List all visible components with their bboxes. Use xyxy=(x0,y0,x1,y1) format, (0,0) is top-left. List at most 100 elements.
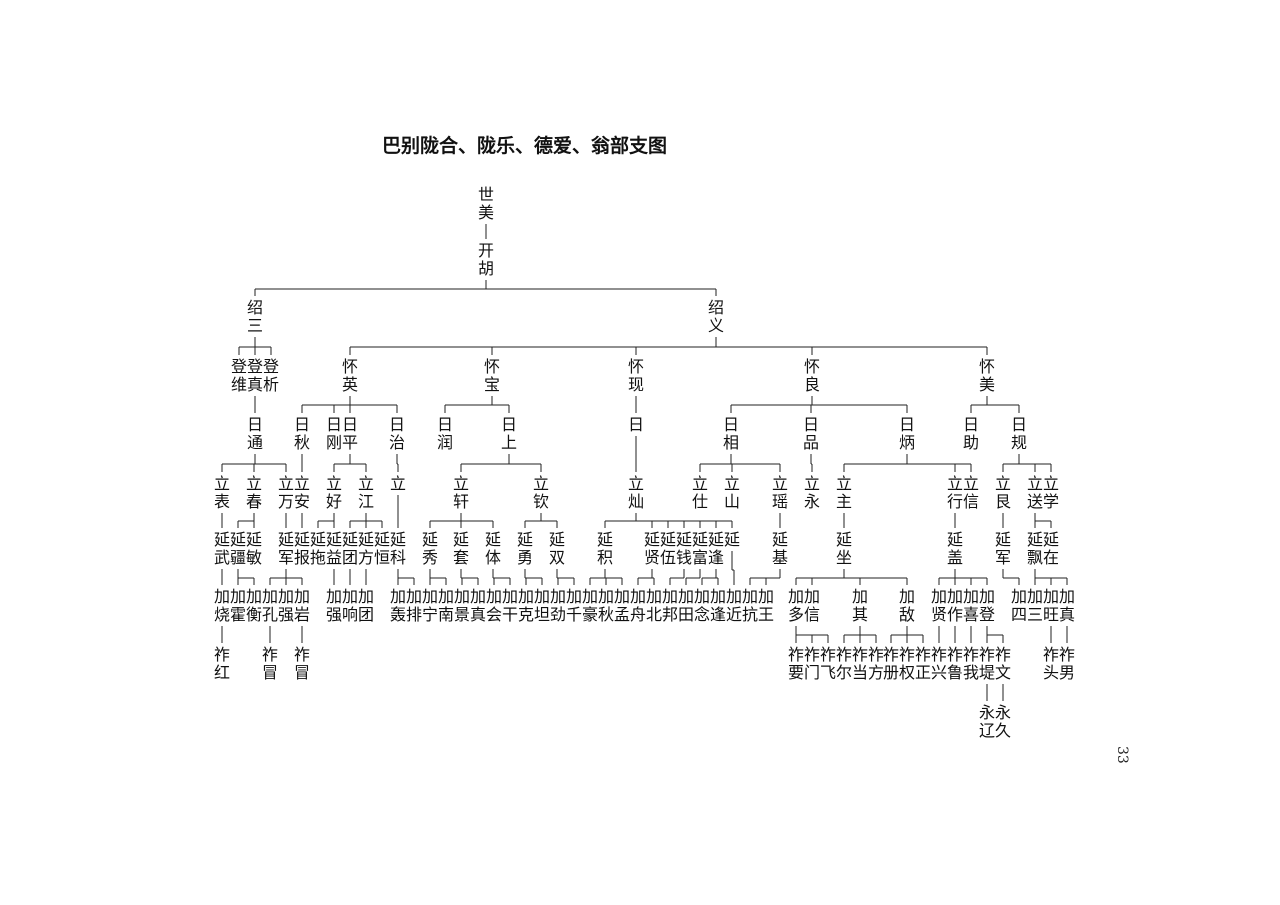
person-node: 加强 xyxy=(326,587,342,624)
person-node: 加秋 xyxy=(598,587,614,624)
person-node: 日助 xyxy=(963,415,979,452)
person-node: 加三 xyxy=(1027,587,1043,624)
person-node: 立钦 xyxy=(533,474,549,511)
person-node: 加其 xyxy=(852,587,868,624)
person-node: 祚要 xyxy=(788,645,804,682)
person-node: 延敏 xyxy=(246,530,262,567)
person-node: 延逢 xyxy=(708,530,724,567)
person-node: 加旺 xyxy=(1043,587,1059,624)
person-node: 加孟 xyxy=(614,587,630,624)
person-node: 加真 xyxy=(470,587,486,624)
person-node: 加岩 xyxy=(294,587,310,624)
person-node: 祚男 xyxy=(1059,645,1075,682)
person-node: 祚正 xyxy=(915,645,931,682)
person-node: 永辽 xyxy=(979,703,995,740)
person-node: 加逢 xyxy=(710,587,726,624)
person-node: 延在 xyxy=(1043,530,1059,567)
person-node: 加强 xyxy=(278,587,294,624)
person-node: 加团 xyxy=(358,587,374,624)
page-number: 33 xyxy=(1114,746,1130,764)
person-node: 立行 xyxy=(947,474,963,511)
person-node: 世美 xyxy=(478,185,494,222)
person-node: 日润 xyxy=(437,415,453,452)
person-node: 日炳 xyxy=(899,415,915,452)
person-node: 日刚 xyxy=(326,415,342,452)
person-node: 绍三 xyxy=(247,298,263,335)
person-node: 祚头 xyxy=(1043,645,1059,682)
person-node: 加劲 xyxy=(550,587,566,624)
person-node: 祚飞 xyxy=(820,645,836,682)
person-node: 延伍 xyxy=(660,530,676,567)
person-node: 加信 xyxy=(804,587,820,624)
person-node: 立安 xyxy=(294,474,310,511)
person-node: 延疆 xyxy=(230,530,246,567)
person-node: 延双 xyxy=(549,530,565,567)
person-node: 延益 xyxy=(326,530,342,567)
person-node: 延勇 xyxy=(517,530,533,567)
person-node: 加豪 xyxy=(582,587,598,624)
person-node: 祚方 xyxy=(868,645,884,682)
person-node: 延武 xyxy=(214,530,230,567)
person-node: 延坐 xyxy=(836,530,852,567)
person-node: 延基 xyxy=(772,530,788,567)
person-node: 加干 xyxy=(502,587,518,624)
person-node: 加舟 xyxy=(630,587,646,624)
person-node: 加北 xyxy=(646,587,662,624)
person-node: 加登 xyxy=(979,587,995,624)
person-node: 加克 xyxy=(518,587,534,624)
person-node: 日平 xyxy=(342,415,358,452)
person-node: 延团 xyxy=(342,530,358,567)
person-node: 延钱 xyxy=(676,530,692,567)
person-node: 加抗 xyxy=(742,587,758,624)
person-node: 加响 xyxy=(342,587,358,624)
person-node: 日品 xyxy=(803,415,819,452)
person-node: 立仕 xyxy=(692,474,708,511)
person-node: 延秀 xyxy=(422,530,438,567)
person-node: 日 xyxy=(628,415,644,434)
person-node: 绍义 xyxy=(708,298,724,335)
person-node: 日秋 xyxy=(294,415,310,452)
person-node: 立春 xyxy=(246,474,262,511)
person-node: 永久 xyxy=(995,703,1011,740)
person-node: 延 xyxy=(724,530,740,549)
person-node: 日上 xyxy=(501,415,517,452)
person-node: 祚鲁 xyxy=(947,645,963,682)
person-node: 祚我 xyxy=(963,645,979,682)
person-node: 延报 xyxy=(294,530,310,567)
person-node: 立 xyxy=(390,474,406,493)
person-node: 加近 xyxy=(726,587,742,624)
person-node: 日通 xyxy=(247,415,263,452)
person-node: 祚尔 xyxy=(836,645,852,682)
person-node: 加田 xyxy=(678,587,694,624)
person-node: 加南 xyxy=(438,587,454,624)
person-node: 延方 xyxy=(358,530,374,567)
person-node: 怀良 xyxy=(804,357,820,394)
person-node: 延贤 xyxy=(644,530,660,567)
person-node: 立好 xyxy=(326,474,342,511)
person-node: 怀英 xyxy=(342,357,358,394)
person-node: 祚门 xyxy=(804,645,820,682)
person-node: 祚红 xyxy=(214,645,230,682)
person-node: 加千 xyxy=(566,587,582,624)
chart-title: 巴别陇合、陇乐、德爱、翁部支图 xyxy=(382,135,668,157)
person-node: 怀现 xyxy=(628,357,644,394)
person-node: 延拖 xyxy=(310,530,326,567)
person-node: 立江 xyxy=(358,474,374,511)
person-node: 立永 xyxy=(804,474,820,511)
person-node: 加衡 xyxy=(246,587,262,624)
person-node: 延体 xyxy=(485,530,501,567)
person-node: 延军 xyxy=(995,530,1011,567)
person-node: 加四 xyxy=(1011,587,1027,624)
person-node: 延恒 xyxy=(374,530,390,567)
person-node: 登析 xyxy=(263,357,279,394)
person-node: 加孔 xyxy=(262,587,278,624)
person-node: 加真 xyxy=(1059,587,1075,624)
person-node: 加宁 xyxy=(422,587,438,624)
person-node: 祚当 xyxy=(852,645,868,682)
person-node: 日治 xyxy=(389,415,405,452)
person-node: 祚冒 xyxy=(294,645,310,682)
person-node: 加作 xyxy=(947,587,963,624)
person-node: 怀宝 xyxy=(484,357,500,394)
person-node: 加敌 xyxy=(899,587,915,624)
